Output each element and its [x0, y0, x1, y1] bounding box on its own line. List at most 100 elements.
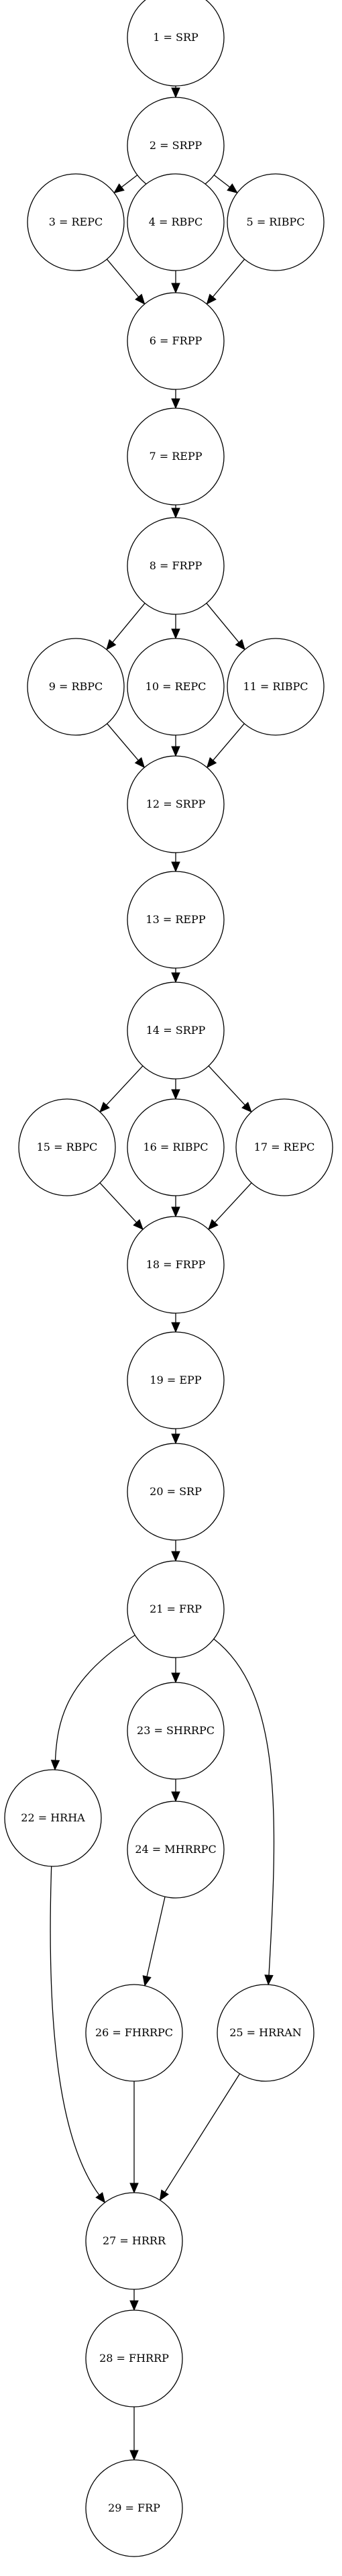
node-8: 8 = FRPP	[127, 517, 225, 615]
edge-17-to-18	[208, 1182, 252, 1231]
node-15-label: 15 = RBPC	[37, 1141, 98, 1153]
edge-line-14-to-15	[105, 1065, 144, 1106]
node-18-label: 18 = FRPP	[146, 1258, 206, 1271]
node-3-circle	[27, 173, 125, 271]
node-7-circle	[127, 408, 225, 506]
node-2-label: 2 = SRPP	[150, 139, 203, 152]
arrowhead-8-to-10	[171, 628, 180, 640]
node-20-label: 20 = SRP	[150, 1485, 202, 1498]
arrowhead-11-to-12	[206, 757, 217, 769]
arrowhead-15-to-18	[133, 1219, 144, 1231]
node-4-label: 4 = RBPC	[149, 216, 203, 228]
node-1: 1 = SRP	[127, 0, 225, 87]
edge-line-21-to-22	[54, 1635, 135, 1762]
node-28: 28 = FHRRP	[85, 2309, 183, 2407]
arrowhead-23-to-24	[171, 1791, 180, 1803]
arrowhead-3-to-6	[135, 293, 146, 305]
edge-10-to-12	[171, 735, 180, 757]
nodes-layer: 1 = SRP 2 = SRPP 3 = REPC 4 = RBPC 5 = RIBPC…	[4, 0, 333, 2557]
edge-16-to-18	[171, 1196, 180, 1218]
edge-27-to-28	[129, 2289, 139, 2311]
node-24: 24 = MHRRPC	[127, 1801, 225, 1899]
edge-1-to-2	[171, 86, 180, 99]
node-26-label: 26 = FHRRPC	[95, 2026, 173, 2039]
edge-line-8-to-9	[111, 603, 146, 644]
edge-line-21-to-25	[213, 1638, 275, 1977]
node-23: 23 = SHRRPC	[127, 1682, 225, 1780]
node-26: 26 = FHRRPC	[85, 1984, 183, 2082]
node-15-circle	[18, 1098, 116, 1196]
edge-8-to-10	[171, 614, 180, 640]
node-14-circle	[127, 982, 225, 1080]
node-23-circle	[127, 1682, 225, 1780]
arrowhead-2-to-5	[227, 183, 238, 194]
edge-25-to-27	[159, 2073, 241, 2201]
edge-line-8-to-11	[206, 603, 240, 644]
edge-24-to-26	[142, 1897, 166, 1987]
node-24-circle	[127, 1801, 225, 1899]
edge-19-to-20	[171, 1429, 180, 1445]
node-1-label: 1 = SRP	[153, 31, 198, 44]
arrowhead-22-to-27	[95, 2192, 106, 2203]
node-2: 2 = SRPP	[127, 97, 225, 195]
node-26-circle	[85, 1984, 183, 2082]
node-19: 19 = EPP	[127, 1331, 225, 1429]
node-17-label: 17 = REPC	[254, 1141, 315, 1153]
edge-20-to-21	[171, 1540, 180, 1562]
node-19-circle	[127, 1331, 225, 1429]
arrowhead-20-to-21	[171, 1551, 180, 1562]
node-27-circle	[85, 2192, 183, 2290]
arrowhead-2-to-3	[113, 183, 125, 194]
node-27-label: 27 = HRRR	[103, 2234, 166, 2247]
node-28-circle	[85, 2309, 183, 2407]
arrowhead-19-to-20	[171, 1433, 180, 1445]
edge-line-11-to-12	[211, 723, 245, 762]
node-4: 4 = RBPC	[127, 173, 225, 271]
node-14-label: 14 = SRPP	[146, 1024, 206, 1037]
edge-14-to-17	[208, 1065, 252, 1113]
node-11-label: 11 = RIBPC	[243, 680, 308, 693]
node-14: 14 = SRPP	[127, 982, 225, 1080]
edge-line-14-to-17	[208, 1065, 247, 1106]
node-9: 9 = RBPC	[27, 638, 125, 736]
arrowhead-1-to-2	[171, 87, 180, 99]
arrowhead-10-to-12	[171, 746, 180, 757]
node-3-label: 3 = REPC	[49, 216, 103, 228]
edge-21-to-25	[213, 1638, 275, 1986]
edge-3-to-6	[106, 258, 146, 305]
edges-layer	[50, 86, 275, 2461]
node-12-circle	[127, 755, 225, 853]
node-7-label: 7 = REPP	[149, 450, 202, 463]
edge-14-to-16	[171, 1079, 180, 1100]
edge-26-to-27	[129, 2081, 139, 2194]
edge-line-15-to-18	[99, 1182, 138, 1224]
arrowhead-8-to-11	[235, 639, 245, 651]
node-25-label: 25 = HRRAN	[229, 2026, 302, 2039]
node-5-circle	[227, 173, 325, 271]
arrowhead-13-to-14	[171, 972, 180, 984]
node-22: 22 = HRHA	[4, 1769, 102, 1867]
edge-21-to-23	[171, 1658, 180, 1684]
node-22-label: 22 = HRHA	[21, 1811, 85, 1824]
edge-4-to-6	[171, 271, 180, 294]
edge-28-to-29	[129, 2407, 139, 2461]
node-27: 27 = HRRR	[85, 2192, 183, 2290]
node-13-label: 13 = REPP	[146, 913, 205, 926]
edge-14-to-15	[99, 1065, 144, 1113]
node-21: 21 = FRP	[127, 1560, 225, 1658]
node-17: 17 = REPC	[235, 1098, 333, 1196]
node-6-circle	[127, 292, 225, 390]
node-6: 6 = FRPP	[127, 292, 225, 390]
arrowhead-9-to-12	[134, 757, 146, 769]
node-9-label: 9 = RBPC	[49, 680, 103, 693]
edge-22-to-27	[50, 1866, 106, 2203]
arrowhead-6-to-7	[171, 398, 180, 410]
node-23-label: 23 = SHRRPC	[137, 1724, 215, 1737]
edge-line-17-to-18	[213, 1182, 252, 1224]
arrowhead-26-to-27	[129, 2183, 139, 2194]
node-11: 11 = RIBPC	[227, 638, 325, 736]
node-5: 5 = RIBPC	[227, 173, 325, 271]
edge-15-to-18	[99, 1182, 144, 1231]
arrowhead-28-to-29	[129, 2450, 139, 2461]
edge-18-to-19	[171, 1313, 180, 1333]
